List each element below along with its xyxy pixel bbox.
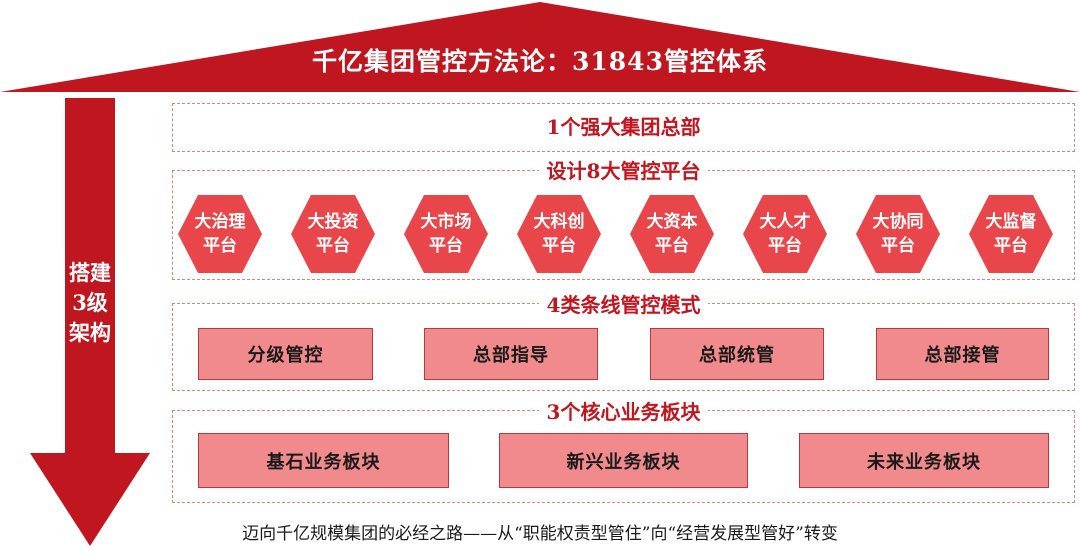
platform-label-line2: 平台	[655, 236, 689, 256]
platform-hexagon: 大治理平台	[176, 193, 264, 275]
platform-label: 大资本平台	[628, 210, 716, 258]
platform-hexagon: 大市场平台	[402, 193, 490, 275]
roof-banner	[0, 2, 1080, 92]
side-arrow-line-3: 架构	[69, 320, 111, 345]
platform-label: 大协同平台	[854, 210, 942, 258]
segment-box: 基石业务板块	[198, 433, 449, 488]
platform-label: 大监督平台	[967, 210, 1055, 258]
platform-label-line2: 平台	[542, 236, 576, 256]
platform-label-line2: 平台	[881, 236, 915, 256]
platform-label-line1: 大治理	[194, 212, 246, 232]
platform-label: 大人才平台	[741, 210, 829, 258]
mode-box: 分级管控	[198, 328, 373, 380]
side-arrow-line-2: 3级	[72, 290, 108, 315]
hexagon-shape	[630, 195, 714, 273]
platform-label: 大市场平台	[402, 210, 490, 258]
platform-label-line1: 大市场	[420, 212, 472, 232]
platform-label-line2: 平台	[994, 236, 1028, 256]
platform-label-line2: 平台	[316, 236, 350, 256]
hexagon-shape	[856, 195, 940, 273]
platform-hexagon: 大投资平台	[289, 193, 377, 275]
page-title: 千亿集团管控方法论：31843管控体系	[312, 47, 768, 76]
mode-box: 总部接管	[876, 328, 1049, 380]
platform-label-line1: 大投资	[307, 212, 359, 232]
platform-label-line1: 大科创	[533, 212, 585, 232]
mode-box: 总部指导	[424, 328, 598, 380]
platform-label-line1: 大资本	[646, 212, 698, 232]
platform-label-line2: 平台	[768, 236, 802, 256]
hexagon-shape	[291, 195, 375, 273]
section-segments-title: 3个核心业务板块	[538, 400, 709, 424]
down-arrow	[30, 98, 150, 546]
section-headquarters-title: 1个强大集团总部	[546, 115, 701, 139]
section-modes-title: 4类条线管控模式	[538, 293, 709, 317]
platform-label-line2: 平台	[429, 236, 463, 256]
mode-box: 总部统管	[650, 328, 824, 380]
platform-label-line1: 大监督	[985, 212, 1037, 232]
platform-label: 大科创平台	[515, 210, 603, 258]
platform-hexagon: 大协同平台	[854, 193, 942, 275]
section-platforms-title: 设计8大管控平台	[538, 159, 709, 183]
segment-box: 新兴业务板块	[499, 433, 748, 488]
side-arrow-line-1: 搭建	[69, 260, 111, 285]
hexagon-shape	[517, 195, 601, 273]
hexagon-shape	[969, 195, 1053, 273]
segment-box: 未来业务板块	[799, 433, 1049, 488]
section-headquarters: 1个强大集团总部	[172, 103, 1075, 152]
platform-hexagon: 大人才平台	[741, 193, 829, 275]
platform-label: 大投资平台	[289, 210, 377, 258]
platform-hexagon: 大资本平台	[628, 193, 716, 275]
platform-label-line1: 大人才	[759, 212, 811, 232]
hexagon-shape	[404, 195, 488, 273]
side-arrow-label: 搭建 3级 架构	[58, 258, 122, 348]
platform-hexagon: 大监督平台	[967, 193, 1055, 275]
platform-label-line1: 大协同	[872, 212, 924, 232]
platform-label: 大治理平台	[176, 210, 264, 258]
hexagon-shape	[743, 195, 827, 273]
platform-label-line2: 平台	[203, 236, 237, 256]
hexagon-shape	[178, 195, 262, 273]
caption: 迈向千亿规模集团的必经之路——从“职能权责型管住”向“经营发展型管好”转变	[242, 524, 838, 544]
platform-hexagon: 大科创平台	[515, 193, 603, 275]
